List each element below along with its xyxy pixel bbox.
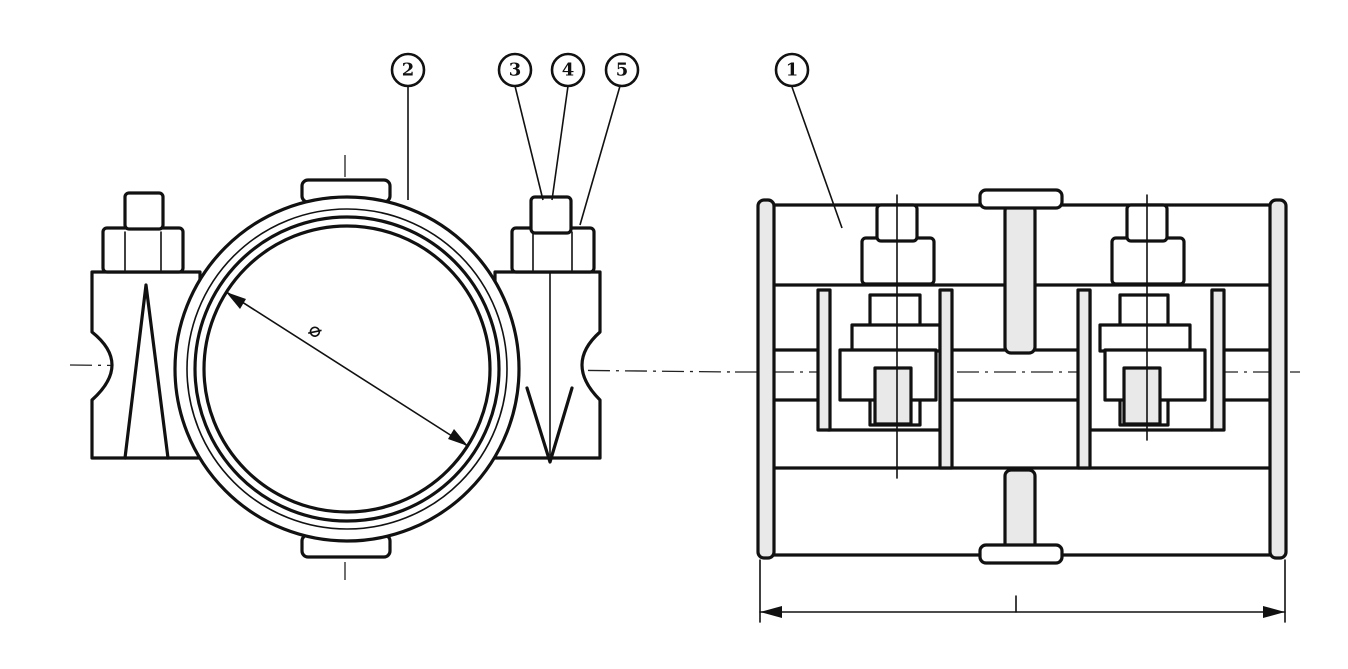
bottom-saddle <box>978 543 1064 565</box>
left-bolt-stem <box>873 366 913 426</box>
top-saddle <box>978 188 1064 210</box>
side-view <box>735 188 1300 623</box>
leader-4 <box>551 85 569 201</box>
callout-2-label: 2 <box>402 60 415 81</box>
left-bolt-wedge <box>123 283 170 460</box>
leader-1 <box>791 86 843 229</box>
balloon-4 <box>550 52 586 88</box>
diameter-arrow-start <box>226 292 246 309</box>
right-top-nut <box>1110 236 1186 286</box>
right-lower-nut <box>1098 323 1192 353</box>
leader-5 <box>579 85 621 226</box>
balloon-5 <box>604 52 640 88</box>
diameter-arrow-end <box>448 429 468 446</box>
callout-3-label: 3 <box>509 60 522 81</box>
right-nut <box>510 226 596 274</box>
balloon-2 <box>390 52 426 88</box>
right-bolt-head <box>529 195 573 235</box>
callouts: 2 3 4 5 1 <box>390 52 843 229</box>
left-nut <box>101 226 185 274</box>
callout-4-label: 4 <box>562 60 575 81</box>
length-arrow-left <box>760 606 782 618</box>
diameter-dimension-line <box>227 292 467 446</box>
right-bolt-stem <box>1122 366 1162 426</box>
left-top-nut <box>860 236 936 286</box>
pipe-bore <box>202 224 492 514</box>
callout-5-label: 5 <box>616 60 629 81</box>
leader-3 <box>514 85 544 201</box>
length-arrow-right <box>1263 606 1285 618</box>
clamp-ring-inner-edge <box>186 208 508 530</box>
end-view: ⌀ <box>69 155 736 580</box>
right-bolt-wedge <box>525 386 574 464</box>
center-rib-bottom <box>1003 468 1037 558</box>
center-rib-top <box>1003 203 1037 355</box>
right-end-flange <box>1268 198 1288 560</box>
gasket-ring <box>193 215 501 523</box>
balloon-1 <box>774 52 810 88</box>
balloon-3 <box>497 52 533 88</box>
left-bolt-head <box>123 191 165 231</box>
callout-1-label: 1 <box>786 60 799 81</box>
left-end-flange <box>756 198 776 560</box>
left-lower-nut <box>850 323 942 353</box>
